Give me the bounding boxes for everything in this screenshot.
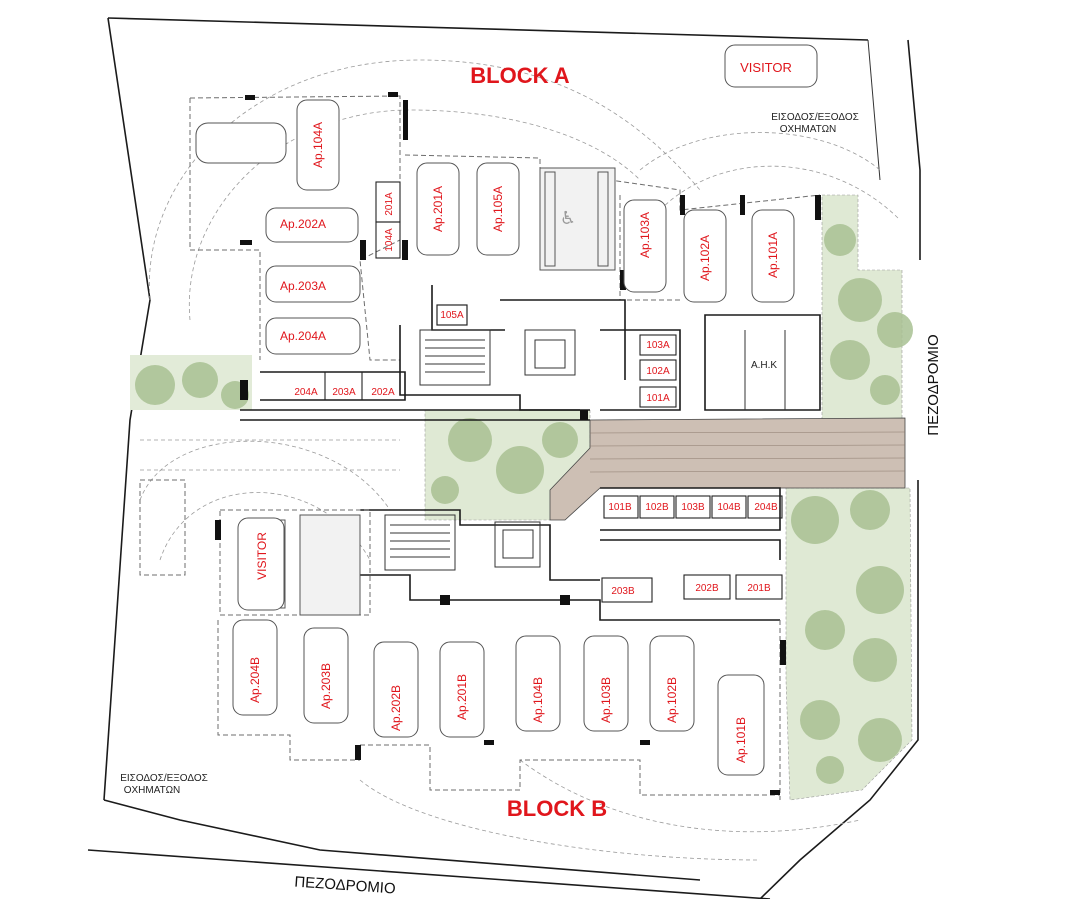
parked-cars [195,44,818,776]
entrance-note-bottom-line1: ΕΙΣΟΔΟΣ/ΕΞΟΔΟΣ [120,773,208,784]
columns [215,92,821,795]
storage-label: 203B [611,586,635,597]
turning-paths [139,59,901,861]
storage-label: 105A [440,310,464,321]
block-b-title: BLOCK B [507,796,607,821]
storage-label: 202A [371,387,395,398]
entrance-note-top-line2: ΟΧΗΜΑΤΩΝ [780,124,837,135]
storage-label: 203A [332,387,356,398]
storage-label: 103B [681,502,705,513]
visitor-label-b: VISITOR [255,532,269,580]
block-a-building: ♿ [189,95,821,421]
block-b-building [139,479,781,800]
parking-label: Ap.204B [248,657,262,703]
block-a-title: BLOCK A [470,63,570,88]
parking-label: Ap.204A [280,329,326,343]
ahk-label: A.H.K [751,360,777,371]
storage-label: 104A [384,228,395,252]
visitor-label-a: VISITOR [740,60,792,75]
block-b-storage: 101B 102B 103B 104B 204B 203B 202B 201B [601,495,783,603]
entrance-note-top-line1: ΕΙΣΟΔΟΣ/ΕΞΟΔΟΣ [771,112,859,123]
block-a-parking: Ap.104A Ap.202A Ap.201A Ap.105A Ap.103A … [280,122,780,343]
svg-text:♿: ♿ [560,208,576,229]
storage-label: 204B [754,502,778,513]
storage-label: 202B [695,583,719,594]
parking-label: Ap.201B [455,674,469,720]
block-b-parking: Ap.204B Ap.203B Ap.202B Ap.201B Ap.104B … [248,657,748,763]
storage-label: 201B [747,583,771,594]
parking-label: Ap.203A [280,279,326,293]
storage-label: 101B [608,502,632,513]
entrance-note-bottom-line2: ΟΧΗΜΑΤΩΝ [124,785,181,796]
parking-label: Ap.102A [698,235,712,281]
parking-label: Ap.202A [280,217,326,231]
street-label-bottom: ΠΕΖΟΔΡΟΜΙΟ [294,873,396,897]
walkway [549,417,906,521]
parking-label: Ap.101B [734,717,748,763]
street-label-right: ΠΕΖΟΔΡΟΜΙΟ [925,334,942,435]
block-a-storage: 201A 104A 105A 204A 203A 202A 103A 102A … [294,181,677,408]
storage-label: 201A [384,192,395,216]
parking-label: Ap.202B [389,685,403,731]
parking-label: Ap.102B [665,677,679,723]
storage-label: 204A [294,387,318,398]
parking-label: Ap.104B [531,677,545,723]
landscaping [130,194,913,801]
storage-label: 104B [717,502,741,513]
storage-label: 101A [646,393,670,404]
parking-label: Ap.203B [319,663,333,709]
parking-label: Ap.201A [431,186,445,232]
parking-label: Ap.101A [766,232,780,278]
site-boundary [87,17,921,899]
storage-label: 102B [645,502,669,513]
parking-label: Ap.103B [599,677,613,723]
storage-label: 102A [646,366,670,377]
parking-label: Ap.104A [311,122,325,168]
parking-label: Ap.105A [491,186,505,232]
storage-label: 103A [646,340,670,351]
parking-label: Ap.103A [638,212,652,258]
